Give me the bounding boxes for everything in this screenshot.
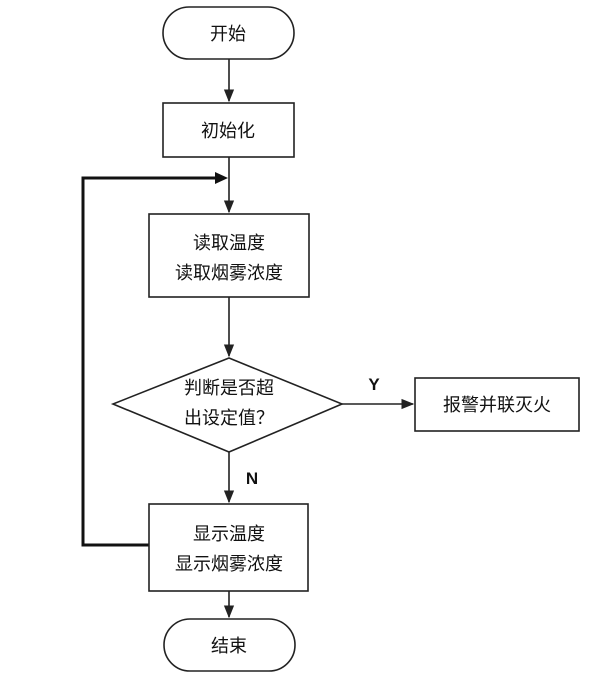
init-label: 初始化 [201, 121, 255, 142]
no-label: N [246, 469, 258, 488]
loop-back-arrowhead [215, 172, 228, 184]
end-terminator [163, 618, 296, 672]
display-box [148, 503, 309, 592]
display-label-line2: 显示烟雾浓度 [175, 554, 283, 575]
decision-label-line2: 出设定值？ [184, 408, 274, 429]
start-label: 开始 [210, 24, 246, 45]
read-box [148, 213, 310, 298]
init-box [162, 102, 295, 158]
yes-label: Y [368, 375, 380, 394]
start-terminator [162, 6, 295, 60]
decision-label-line1: 判断是否超 [184, 378, 274, 399]
end-label: 结束 [211, 636, 247, 657]
display-label-line1: 显示温度 [193, 524, 265, 545]
loop-back-connector [81, 176, 222, 547]
read-label-line1: 读取温度 [193, 233, 265, 254]
read-label-line2: 读取烟雾浓度 [175, 263, 283, 284]
alarm-label: 报警并联灭火 [443, 395, 551, 416]
alarm-box [414, 377, 580, 432]
decision-diamond [110, 357, 345, 453]
